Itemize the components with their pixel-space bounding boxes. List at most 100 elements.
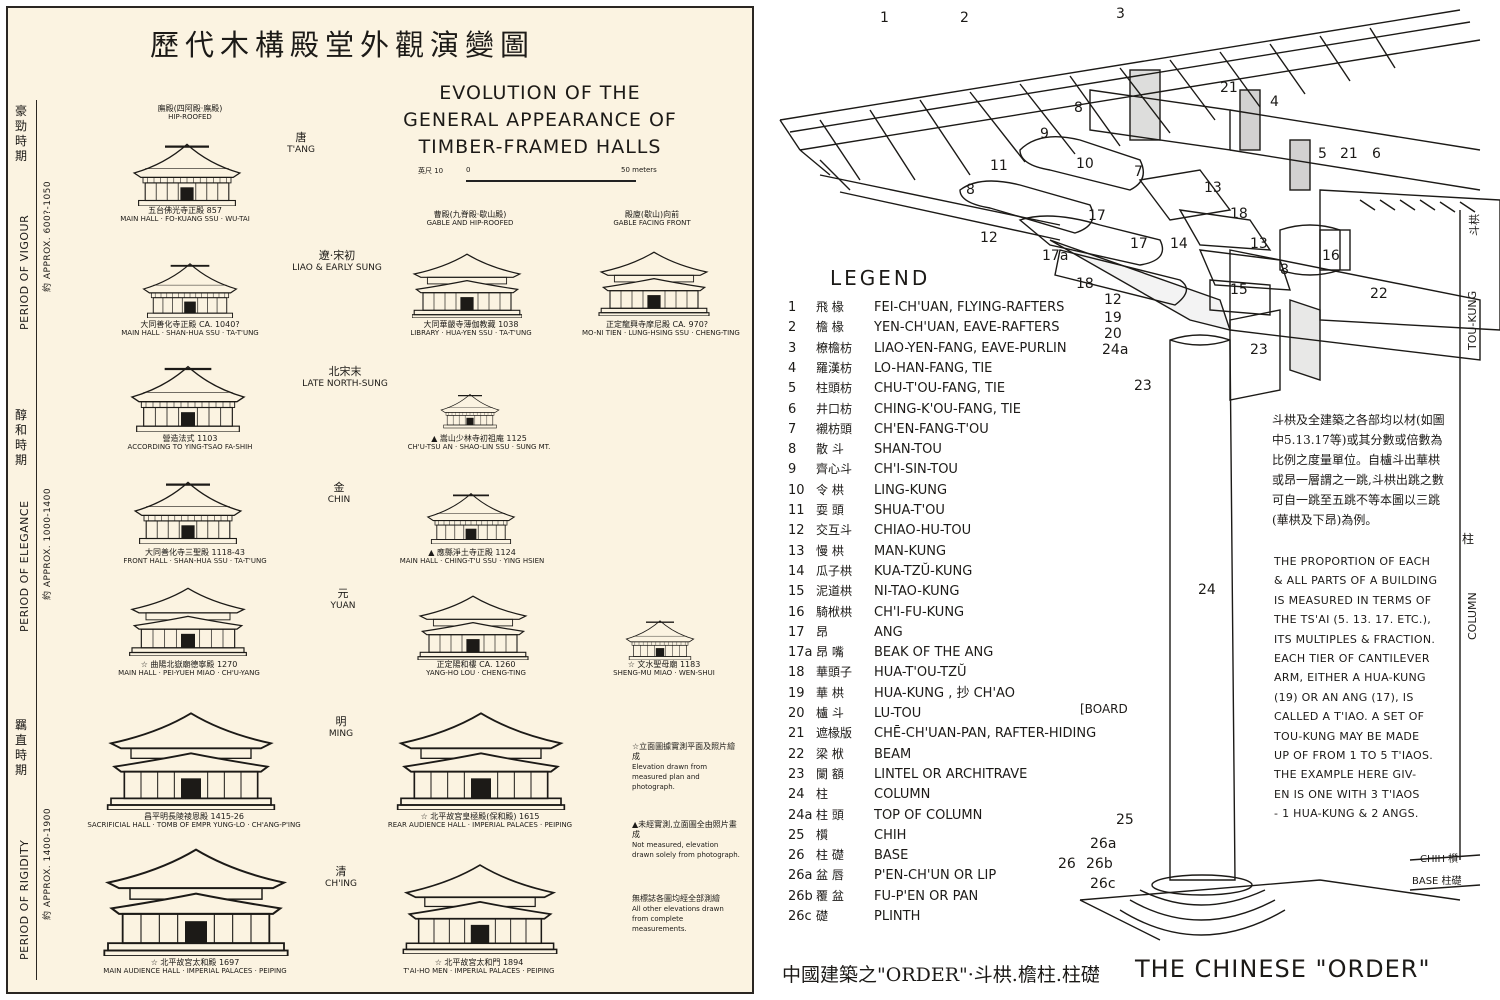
legend-number: 24a [788,807,813,823]
legend-row: 9 齊心斗 CH'I-SIN-TOU [788,459,1208,479]
caption-moni-tien: 正定龍興寺摩尼殿 CA. 970?MO-NI TIEN · LUNG-HSING… [582,320,740,337]
legend-en: BASE [874,848,909,864]
legend-number: 21 [788,726,805,742]
legend-en: CH'I-FU-KUNG [874,604,965,620]
callout-19: 19 [1104,310,1122,326]
legend-en: CHIAO-HU-TOU [874,523,972,539]
callout-10: 10 [1076,156,1094,172]
callout-25: 25 [1116,812,1134,828]
legend-number: 9 [788,462,797,478]
side-label-column: COLUMN [1466,592,1479,640]
legend-zh: 華 栱 [816,685,844,700]
legend-en: KUA-TZŬ-KUNG [874,563,973,579]
callout-26b: 26b [1086,856,1113,872]
legend-number: 20 [788,706,805,721]
legend-number: 17a [788,645,813,661]
proportion-line: & ALL PARTS OF A BUILDING [1274,574,1438,588]
legend-en: MAN-KUNG [874,543,947,559]
period-rigidity-en: PERIOD OF RIGIDITY [18,839,31,960]
plate-title-en: EVOLUTION OF THE GENERAL APPEARANCE OF T… [370,80,710,161]
legend-en: LIAO-YEN-FANG, EAVE-PURLIN [874,340,1067,356]
legend-en: CH'EN-FANG-T'OU [874,421,989,437]
legend-number: 3 [788,340,797,356]
callout-17a: 17a [1042,248,1069,264]
legend-zh: 耍 頭 [816,503,844,517]
legend-number: 18 [788,665,805,681]
scale-label-left: 英尺 10 [418,167,444,175]
legend-en: ANG [874,624,903,640]
legend-en: BEAK OF THE ANG [874,645,994,661]
legend-en: FU-P'EN OR PAN [874,888,979,904]
legend-number: 25 [788,827,805,843]
legend-zh: 檐 椽 [816,320,844,335]
period-rigidity-approx: 約 APPROX. 1400-1900 [43,807,53,920]
elevation-taiho-men [402,864,558,954]
legend-en: P'EN-CH'UN OR LIP [874,868,997,884]
legend-zh: 昂 嘴 [816,645,844,660]
legend-en: LINTEL OR ARCHITRAVE [874,766,1028,782]
callout-18-top: 18 [1230,206,1248,222]
period-vigour-zh: 豪勁時期 [14,104,27,163]
legend-number: 15 [788,584,805,600]
legend-zh: 齊心斗 [816,462,853,477]
legend-en: CH'I-SIN-TOU [874,462,958,478]
bottom-title-zh: 中國建築之"ORDER"·斗栱.檐柱.柱礎 [782,964,1100,986]
callout-15: 15 [1230,282,1248,298]
legend-en: FEI-CH'UAN, FLYING-RAFTERS [874,300,1065,315]
dougong-drawing [779,9,1500,941]
callout-18-left: 18 [1076,276,1094,292]
scale-label-zero: 0 [466,166,471,174]
legend-number: 13 [788,543,805,559]
proportion-line: THE TS'AI (5. 13. 17. ETC.), [1274,613,1432,627]
callout-8-top: 8 [1074,100,1083,116]
proportion-line: EACH TIER OF CANTILEVER [1274,652,1430,666]
legend-zh: 慢 栱 [816,543,844,558]
callout-20: 20 [1104,326,1122,342]
period-rigidity-zh: 羈直時期 [14,718,27,777]
callout-16: 16 [1322,248,1340,264]
legend-number: 26a [788,868,813,884]
elevation-peiyueh-miao [129,587,247,656]
legend-number: 14 [788,563,805,579]
callout-14: 14 [1170,236,1188,252]
proportion-line: THE PROPORTION OF EACH [1274,555,1431,568]
legend-number: 10 [788,482,805,498]
legend-en: HUA-T'OU-TZŬ [874,665,967,681]
legend-zh: 令 栱 [816,482,844,497]
proportion-line: - 1 HUA-KUNG & 2 ANGS. [1274,807,1419,821]
proportion-line: CALLED A T'IAO. A SET OF [1274,710,1425,724]
legend-zh: 泥道栱 [816,584,853,599]
legend-en: BEAM [874,746,912,762]
callout-23-right: 23 [1250,342,1268,358]
elevation-chingtu-ssu [426,492,516,544]
elevation-fokuang-ssu [133,143,241,206]
callout-1: 1 [880,10,889,26]
legend-zh: 柱 礎 [816,848,844,863]
callout-13-right: 13 [1250,236,1268,252]
legend-number: 19 [788,685,805,701]
bottom-title-en: THE CHINESE "ORDER" [1135,955,1431,983]
